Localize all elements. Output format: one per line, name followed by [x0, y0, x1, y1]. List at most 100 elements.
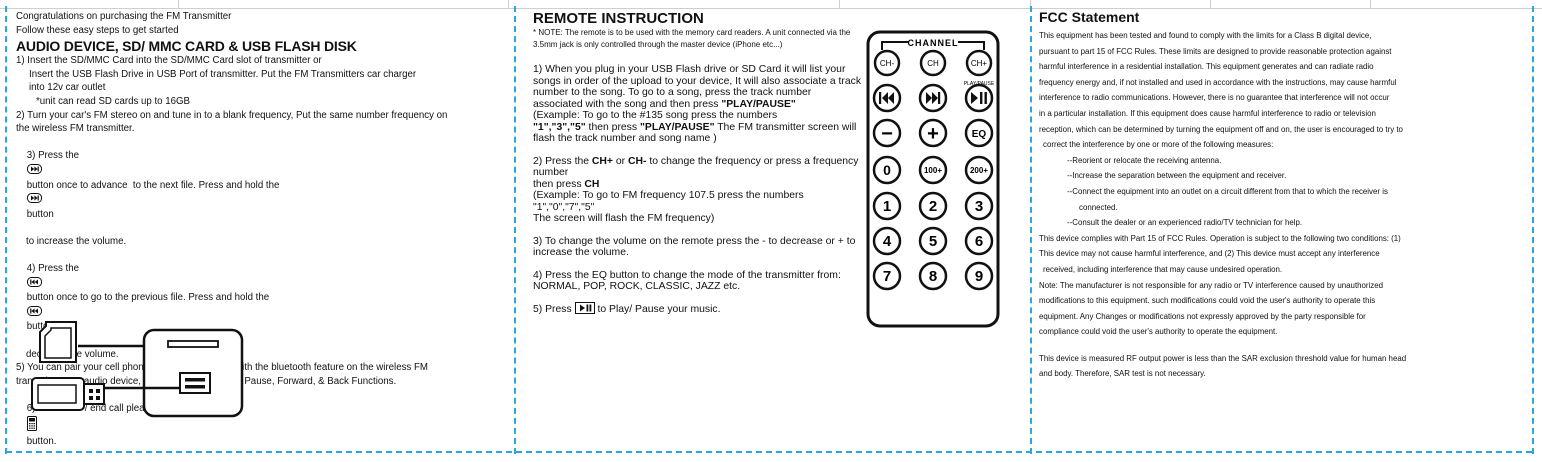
ch-plus-button [965, 49, 993, 77]
remote-step-2: 2) Press the CH+ or CH- to change the fr… [533, 155, 859, 225]
fcc-line: reception, which can be determined by tu… [1039, 124, 1403, 134]
svg-text:9: 9 [975, 268, 983, 285]
fcc-line: in a particular installation. If this eq… [1039, 108, 1376, 118]
fold-line-right [1030, 6, 1032, 454]
fold-line-middle [514, 6, 516, 454]
svg-text:CH: CH [927, 59, 939, 68]
fcc-title: FCC Statement [1039, 9, 1140, 25]
ruler-tick [839, 0, 840, 8]
transmitter-illustration [31, 321, 244, 418]
remote-note: * NOTE: The remote is to be used with th… [533, 28, 851, 49]
remote-step-4: 4) Press the EQ button to change the mod… [533, 269, 841, 293]
previous-track-icon [26, 305, 42, 321]
digit-8-button [918, 261, 948, 291]
next-icon [926, 92, 941, 104]
ruler-tick [178, 0, 179, 8]
step-3: to increase the volume. [26, 235, 127, 247]
remote-instruction-panel: REMOTE INSTRUCTION * NOTE: The remote is… [533, 11, 868, 317]
svg-text:CH+: CH+ [971, 59, 988, 68]
ruler-tick [1210, 0, 1211, 8]
svg-text:200+: 200+ [970, 166, 988, 175]
fcc-line: frequency energy and, if not installed a… [1039, 77, 1397, 87]
svg-text:6: 6 [975, 233, 983, 250]
step-1: 1) Insert the SD/MMC Card into the SD/MM… [16, 55, 322, 67]
step-2: 2) Turn your car's FM stereo on and tune… [16, 109, 448, 121]
step-1: into 12v car outlet [29, 82, 106, 94]
phone-icon [26, 415, 37, 436]
fcc-line: compliance could void the user's authori… [1039, 327, 1278, 337]
fcc-line: and body. Therefore, SAR test is not nec… [1039, 369, 1206, 379]
next-track-icon [26, 163, 42, 179]
svg-text:3: 3 [975, 198, 983, 215]
fold-line-bottom [6, 451, 1532, 453]
fcc-measure: --Reorient or relocate the receiving ant… [1067, 155, 1222, 165]
play-pause-icon [574, 301, 595, 318]
usb-drive-icon [31, 377, 105, 411]
fcc-measure: --Connect the equipment into an outlet o… [1067, 186, 1388, 196]
fcc-statement-panel: FCC Statement This equipment has been te… [1039, 9, 1525, 382]
prev-icon [879, 92, 894, 104]
svg-text:4: 4 [883, 233, 892, 250]
digit-5-button [918, 226, 948, 256]
ruler-tick [508, 0, 509, 8]
step-3: 3) Press the button once to advance to t… [26, 150, 280, 220]
volume-down-button [872, 118, 902, 148]
ruler-tick [1030, 0, 1031, 8]
remote-instruction-title: REMOTE INSTRUCTION [533, 10, 704, 27]
step-1: Insert the USB Flash Drive in USB Port o… [29, 68, 417, 80]
top-ruler [0, 0, 1542, 9]
fcc-measure: connected. [1079, 202, 1118, 212]
transmitter-body-icon [142, 328, 244, 418]
channel-label: CHANNEL [908, 38, 959, 48]
svg-text:−: − [881, 123, 893, 145]
fcc-measure: --Increase the separation between the eq… [1067, 171, 1287, 181]
fcc-line: Note: The manufacturer is not responsibl… [1039, 280, 1384, 290]
remote-step-3: 3) To change the volume on the remote pr… [533, 235, 856, 259]
sd-card-icon [39, 321, 77, 363]
fcc-line: correct the interference by one or more … [1043, 140, 1274, 150]
remote-step-1: 1) When you plug in your USB Flash drive… [533, 64, 862, 145]
fcc-line: This device is measured RF output power … [1039, 353, 1407, 363]
digit-1-button [872, 191, 902, 221]
svg-text:CH-: CH- [880, 59, 895, 68]
svg-text:0: 0 [883, 162, 891, 178]
fcc-line: interference to radio communications. Ho… [1039, 93, 1390, 103]
previous-track-icon [26, 276, 42, 292]
audio-device-heading: AUDIO DEVICE, SD/ MMC CARD & USB FLASH D… [16, 38, 357, 55]
remote-step-5: 5) Press to Play/ Pause your music. [533, 301, 863, 318]
svg-text:2: 2 [929, 198, 937, 215]
svg-text:100+: 100+ [924, 166, 942, 175]
fcc-line: This device complies with Part 15 of FCC… [1039, 233, 1401, 243]
play-pause-button [964, 83, 994, 113]
svg-text:EQ: EQ [972, 129, 987, 140]
fcc-measure: --Consult the dealer or an experienced r… [1067, 218, 1303, 228]
sd-card-note: *unit can read SD cards up to 16GB [36, 95, 191, 107]
volume-up-button [918, 118, 948, 148]
digit-2-button [918, 191, 948, 221]
ruler-tick [1370, 0, 1371, 8]
fcc-line: received, including interference that ma… [1043, 264, 1283, 274]
fold-line-edge [1532, 6, 1534, 454]
digit-3-button [964, 191, 994, 221]
ch-minus-button [873, 49, 901, 77]
svg-text:7: 7 [883, 268, 891, 285]
plus-200-button [964, 155, 994, 185]
next-track-icon [26, 193, 42, 208]
svg-text:1: 1 [883, 198, 891, 215]
digit-4-button [872, 226, 902, 256]
intro-line: Congratulations on purchasing the FM Tra… [16, 11, 232, 22]
svg-text:+: + [927, 123, 939, 145]
fcc-line: equipment. Any Changes or modifications … [1039, 311, 1366, 321]
plus-100-button [918, 155, 948, 185]
play-pause-icon [971, 92, 987, 104]
ch-button [919, 49, 947, 77]
svg-text:5: 5 [929, 233, 937, 250]
step-2: the wireless FM transmitter. [16, 123, 135, 135]
fcc-line: harmful interference in a residential in… [1039, 62, 1374, 72]
digit-0-button [872, 155, 902, 185]
digit-7-button [872, 261, 902, 291]
digit-6-button [964, 226, 994, 256]
eq-button [964, 118, 994, 148]
fcc-line: modifications to this equipment. such mo… [1039, 296, 1376, 306]
fcc-line: This equipment has been tested and found… [1039, 31, 1372, 40]
